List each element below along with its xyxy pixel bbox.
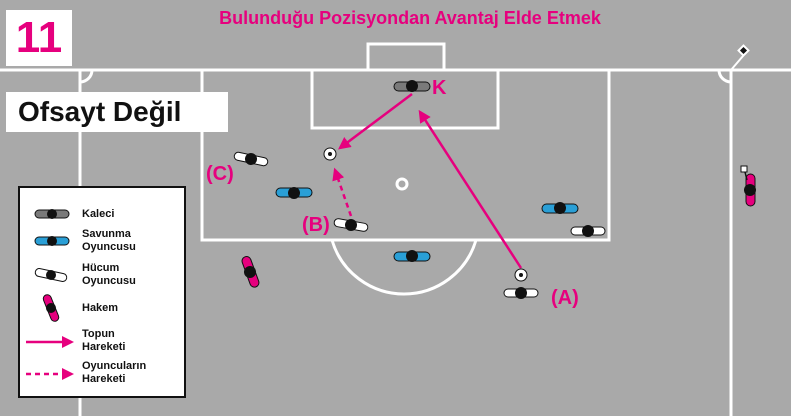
attacker-b-icon — [333, 218, 369, 232]
attacker-icon — [34, 268, 68, 282]
defender-icon — [393, 250, 431, 262]
figure-number: 11 — [6, 10, 72, 66]
ball-icon — [514, 268, 528, 282]
page-title: Bulunduğu Pozisyondan Avantaj Elde Etmek — [219, 8, 601, 28]
penalty-spot — [395, 177, 409, 191]
arrow-dashed-icon — [26, 368, 74, 380]
goalkeeper-icon — [393, 80, 431, 92]
corner-arc-left — [79, 69, 94, 84]
player-b-label: (B) — [302, 214, 330, 236]
player-move-arrow-b — [332, 167, 353, 217]
player-a-label: (A) — [551, 287, 579, 309]
legend-label: Oyuncusu — [82, 241, 136, 253]
goal-frame — [366, 42, 446, 72]
legend-label: Hakem — [82, 302, 119, 314]
legend-label: Topun — [82, 328, 115, 340]
ball-path-arrow-k-to-c — [338, 93, 413, 150]
referee-assistant-icon — [740, 165, 756, 207]
ball-icon — [323, 147, 337, 161]
ball-path-arrow-a-to-k — [418, 109, 523, 269]
player-c-label: (C) — [206, 163, 234, 185]
penalty-arc — [330, 239, 478, 296]
legend-label: Savunma — [82, 228, 131, 240]
corner-arc-right — [717, 69, 732, 84]
goalkeeper-icon — [34, 209, 70, 219]
defender-icon — [34, 236, 70, 246]
defender-icon — [275, 187, 313, 199]
legend-label: Hareketi — [82, 341, 126, 353]
attacker-a-icon — [503, 287, 539, 299]
legend-label: Oyuncusu — [82, 275, 136, 287]
legend: Kaleci Savunma Oyuncusu Hücum Oyuncusu H… — [18, 186, 186, 398]
referee-icon — [42, 294, 60, 322]
arrow-solid-icon — [26, 336, 74, 348]
referee-icon — [241, 256, 260, 288]
verdict-label: Ofsayt Değil — [6, 92, 228, 132]
legend-label: Hücum — [82, 262, 120, 274]
attacker-icon — [570, 225, 606, 237]
legend-label: Hareketi — [82, 373, 126, 385]
legend-label: Oyuncuların — [82, 360, 147, 372]
legend-label: Kaleci — [82, 208, 115, 220]
defender-icon — [541, 202, 579, 214]
attacker-c-icon — [233, 151, 269, 167]
goalkeeper-label: K — [432, 77, 447, 99]
